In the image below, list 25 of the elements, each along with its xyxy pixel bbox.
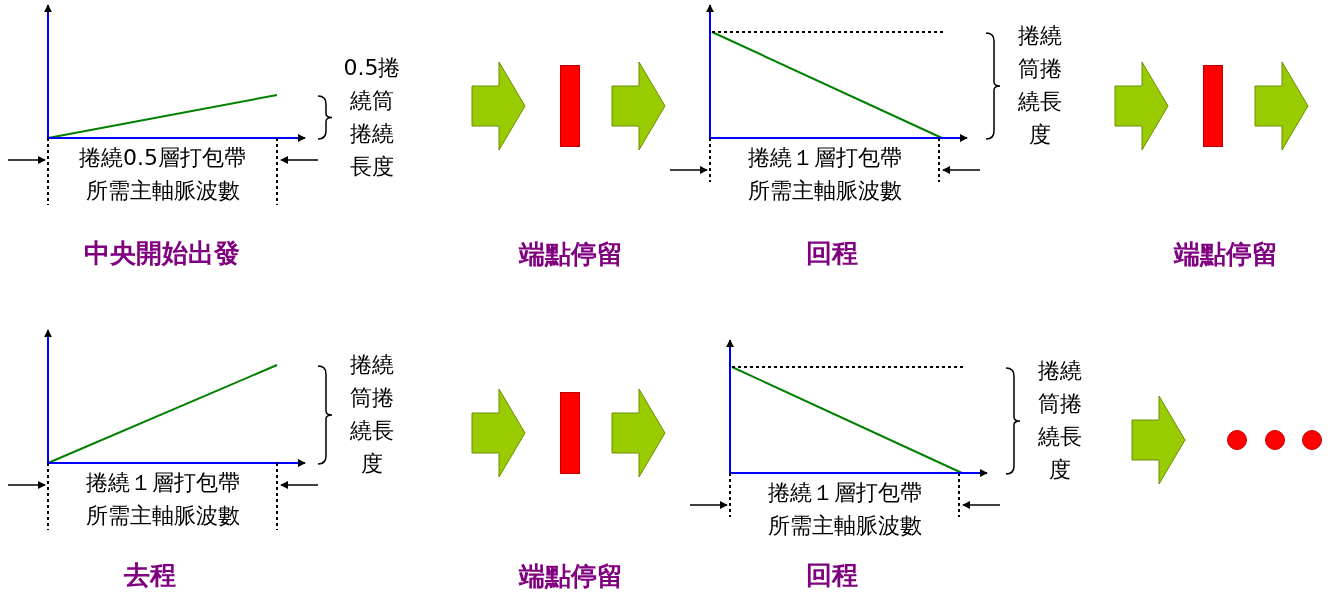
length-label: 捲繞筒捲繞長度 <box>1017 22 1063 149</box>
block-arrow <box>611 61 666 151</box>
dimension-label: 捲繞0.5層打包帶所需主軸脈波數 <box>78 144 247 205</box>
length-label: 0.5捲繞筒捲繞長度 <box>342 53 402 181</box>
dimension-label: 捲繞１層打包帶所需主軸脈波數 <box>766 479 923 540</box>
stage-label: 回程 <box>806 237 858 270</box>
dimension-label: 捲繞１層打包帶所需主軸脈波數 <box>746 144 903 205</box>
stage-label: 回程 <box>806 559 858 592</box>
stage-label: 端點停留 <box>1174 238 1278 271</box>
continuation-dot <box>1227 430 1247 450</box>
stage-label: 去程 <box>124 559 176 592</box>
length-label: 捲繞筒捲繞長度 <box>349 351 395 478</box>
continuation-dot <box>1302 430 1322 450</box>
block-arrow <box>1131 395 1186 485</box>
continuation-dot <box>1265 430 1285 450</box>
block-arrow <box>471 61 526 151</box>
stage-label: 中央開始出發 <box>84 237 240 270</box>
length-label: 捲繞筒捲繞長度 <box>1037 357 1083 484</box>
block-arrow <box>1254 61 1309 151</box>
dimension-label: 捲繞１層打包帶所需主軸脈波數 <box>84 469 241 530</box>
block-arrow <box>1114 61 1169 151</box>
stage-label: 端點停留 <box>519 238 623 271</box>
block-arrow <box>471 388 526 478</box>
block-arrow <box>611 388 666 478</box>
stage-label: 端點停留 <box>519 560 623 593</box>
